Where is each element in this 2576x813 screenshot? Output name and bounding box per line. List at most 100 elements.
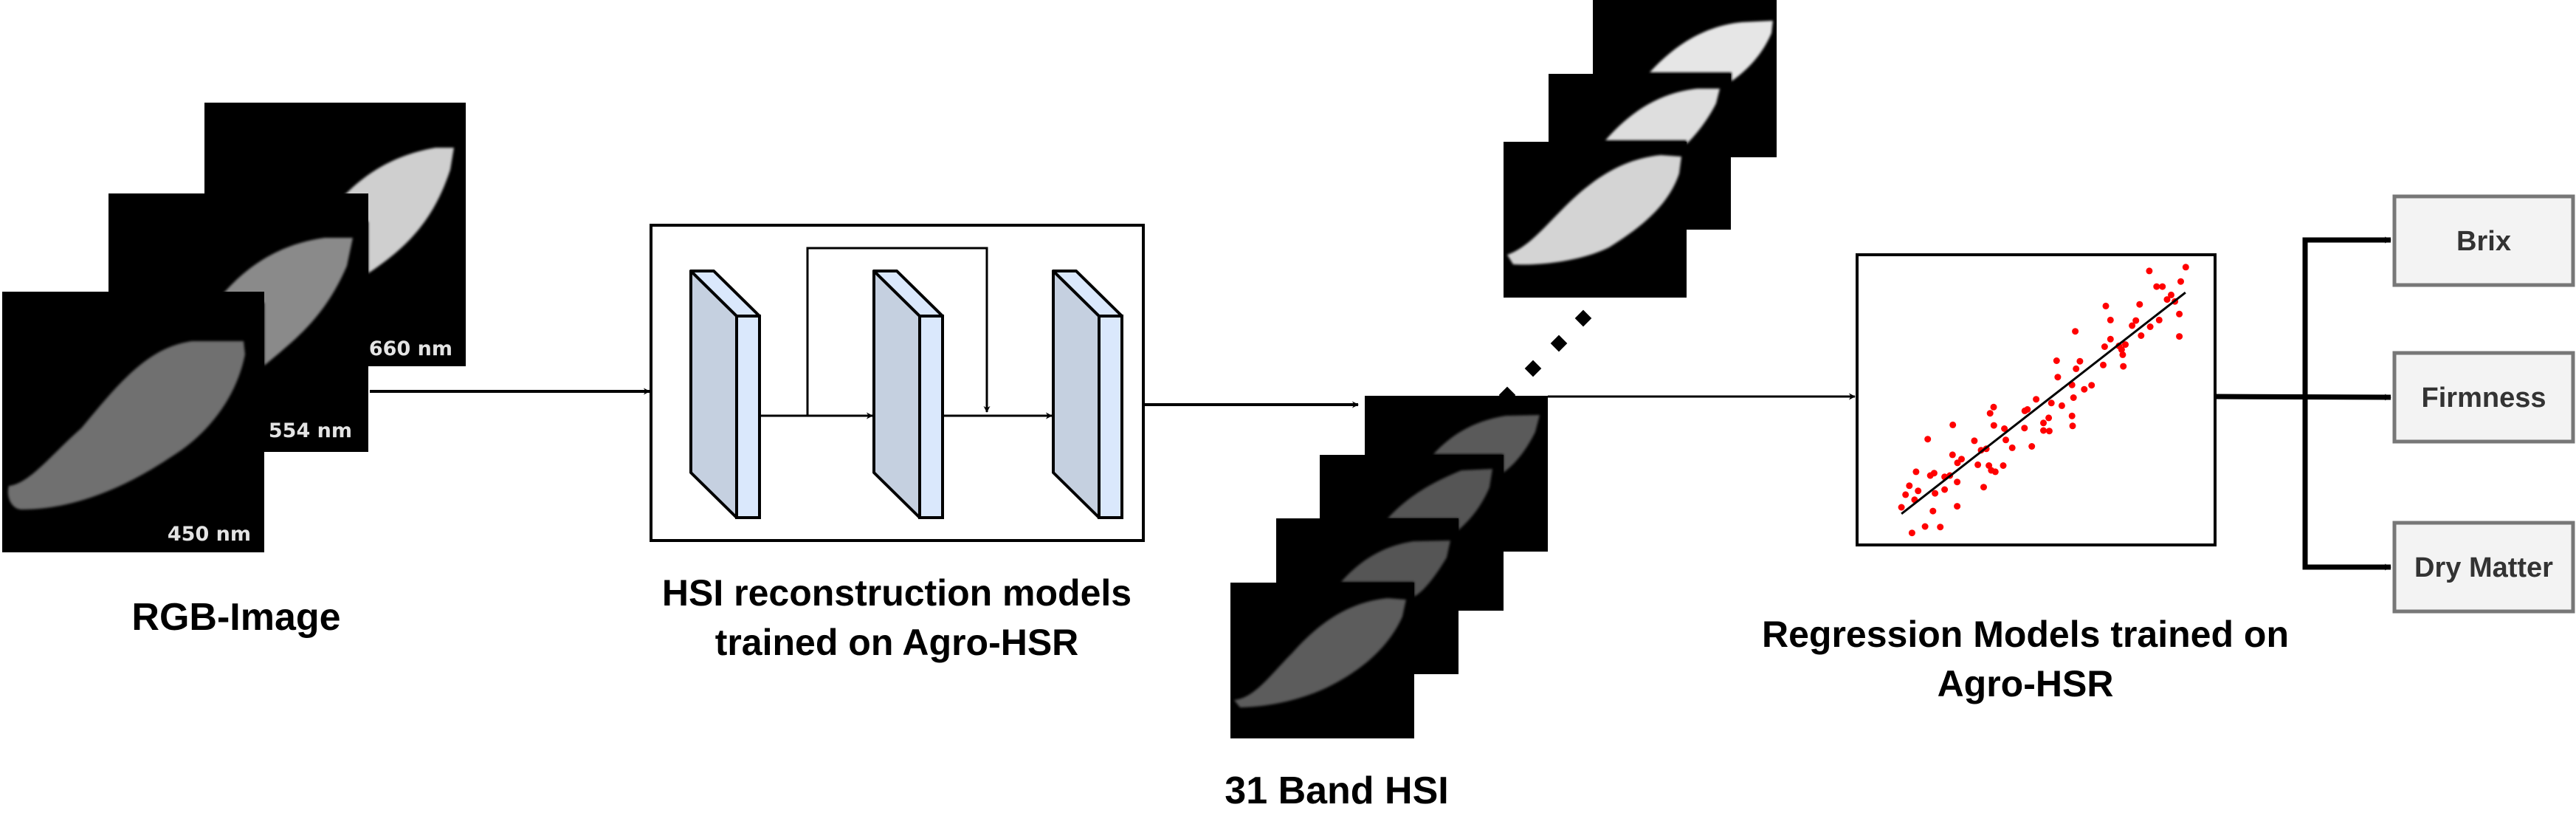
scatter-point: [1906, 482, 1913, 490]
scatter-point: [2002, 436, 2009, 444]
hsi-ellipsis: [1498, 309, 1592, 404]
scatter-point: [2177, 278, 2184, 285]
scatter-point: [2176, 310, 2183, 318]
layer-side-face: [735, 315, 761, 519]
scatter-point: [2101, 343, 2108, 350]
scatter-point: [1990, 422, 1997, 429]
scatter-point: [2176, 333, 2183, 340]
scatter-point: [2033, 396, 2040, 403]
conv-layer-2: [872, 270, 944, 519]
scatter-point: [2155, 316, 2163, 323]
band-label-450: 450 nm: [168, 523, 251, 546]
output-branches: [2214, 236, 2391, 571]
hsi-band-image: [1230, 583, 1414, 738]
conv-layer-3: [1052, 270, 1123, 519]
scatter-point: [1930, 470, 1938, 477]
scatter-point: [2040, 419, 2047, 427]
regression-caption-line1: Regression Models trained on: [1762, 614, 2289, 655]
rgb-image-caption: RGB-Image: [131, 596, 340, 639]
scatter-point: [2070, 394, 2077, 401]
scatter-point: [2182, 264, 2189, 271]
scatter-point: [1949, 451, 1956, 459]
scatter-point: [1954, 503, 1961, 510]
scatter-point: [1941, 486, 1949, 493]
output-box-dry-matter: Dry Matter: [2392, 521, 2575, 614]
hsi-caption: 31 Band HSI: [1225, 769, 1448, 812]
scatter-point: [1958, 456, 1965, 463]
output-box-brix: Brix: [2392, 194, 2575, 287]
reconstruction-model-box: [650, 224, 1145, 542]
reconstruction-caption-line2: trained on Agro-HSR: [715, 622, 1079, 663]
scatter-point: [2119, 351, 2126, 358]
band-label-554: 554 nm: [269, 419, 352, 442]
scatter-point: [2102, 302, 2110, 309]
scatter-point: [2129, 322, 2136, 329]
skip-connection: [806, 247, 991, 416]
scatter-point: [2107, 335, 2114, 343]
scatter-point: [2073, 365, 2080, 372]
scatter-point: [1990, 403, 1997, 411]
scatter-point: [2068, 412, 2076, 419]
scatter-point: [1991, 468, 1999, 476]
scatter-point: [1974, 461, 1982, 468]
band-label-660: 660 nm: [369, 337, 452, 360]
fruit-silhouette: [319, 148, 454, 273]
scatter-point: [1898, 504, 1905, 511]
scatter-point: [2053, 357, 2060, 364]
scatter-point: [2021, 425, 2028, 432]
ellipsis-dot: [1524, 360, 1542, 377]
fruit-silhouette: [7, 341, 246, 510]
scatter-point: [2076, 357, 2084, 365]
scatter-point: [2146, 267, 2153, 275]
scatter-point: [2058, 402, 2065, 409]
scatter-point: [2072, 328, 2079, 335]
scatter-point: [2118, 346, 2125, 353]
rgb-band-image-450: 450 nm: [2, 292, 264, 552]
output-box-firmness: Firmness: [2392, 351, 2575, 444]
scatter-point: [2100, 361, 2107, 368]
scatter-point: [2168, 291, 2174, 298]
scatter-point: [2081, 385, 2088, 393]
ellipsis-dot: [1574, 309, 1592, 327]
scatter-point: [1980, 484, 1987, 491]
scatter-point: [1971, 437, 1978, 445]
output-label-brix: Brix: [2456, 226, 2511, 257]
branch-trunk: [2302, 237, 2391, 570]
scatter-point: [2159, 283, 2166, 290]
hsi-bottom-stack: [1230, 396, 1548, 738]
scatter-point: [1924, 436, 1932, 443]
regression-model-box: [1856, 253, 2217, 546]
scatter-point: [2153, 283, 2160, 290]
output-label-dry-matter: Dry Matter: [2414, 552, 2553, 583]
layer-side-face: [1098, 315, 1123, 519]
regression-fit-line: [1901, 291, 2186, 515]
reconstruction-caption-line1: HSI reconstruction models: [662, 572, 1132, 614]
conv-layer-1: [689, 270, 761, 519]
scatter-point: [2120, 363, 2127, 370]
scatter-point: [1902, 491, 1909, 498]
scatter-point: [2008, 444, 2016, 451]
scatter-point: [1912, 468, 1920, 476]
scatter-point: [1921, 523, 1929, 530]
scatter-point: [2132, 317, 2140, 324]
scatter-point: [2136, 301, 2143, 308]
scatter-point: [1915, 487, 1922, 495]
scatter-point: [1929, 507, 1937, 515]
scatter-point: [2045, 428, 2053, 435]
fruit-silhouette: [214, 238, 353, 366]
scatter-point: [2138, 332, 2145, 339]
regression-scatter-plot: [1898, 264, 2189, 537]
scatter-point: [1986, 410, 1994, 417]
hsi-top-stack: [1504, 0, 1777, 298]
layer-side-face: [918, 315, 944, 519]
scatter-point: [2146, 323, 2154, 330]
scatter-point: [1954, 478, 1961, 486]
scatter-point: [1908, 529, 1915, 537]
hsi-band-image: [1504, 142, 1687, 298]
scatter-point: [2054, 374, 2062, 381]
scatter-point: [2122, 341, 2129, 349]
scatter-point: [2000, 462, 2007, 469]
scatter-point: [1937, 524, 1944, 531]
scatter-point: [1932, 490, 1939, 497]
